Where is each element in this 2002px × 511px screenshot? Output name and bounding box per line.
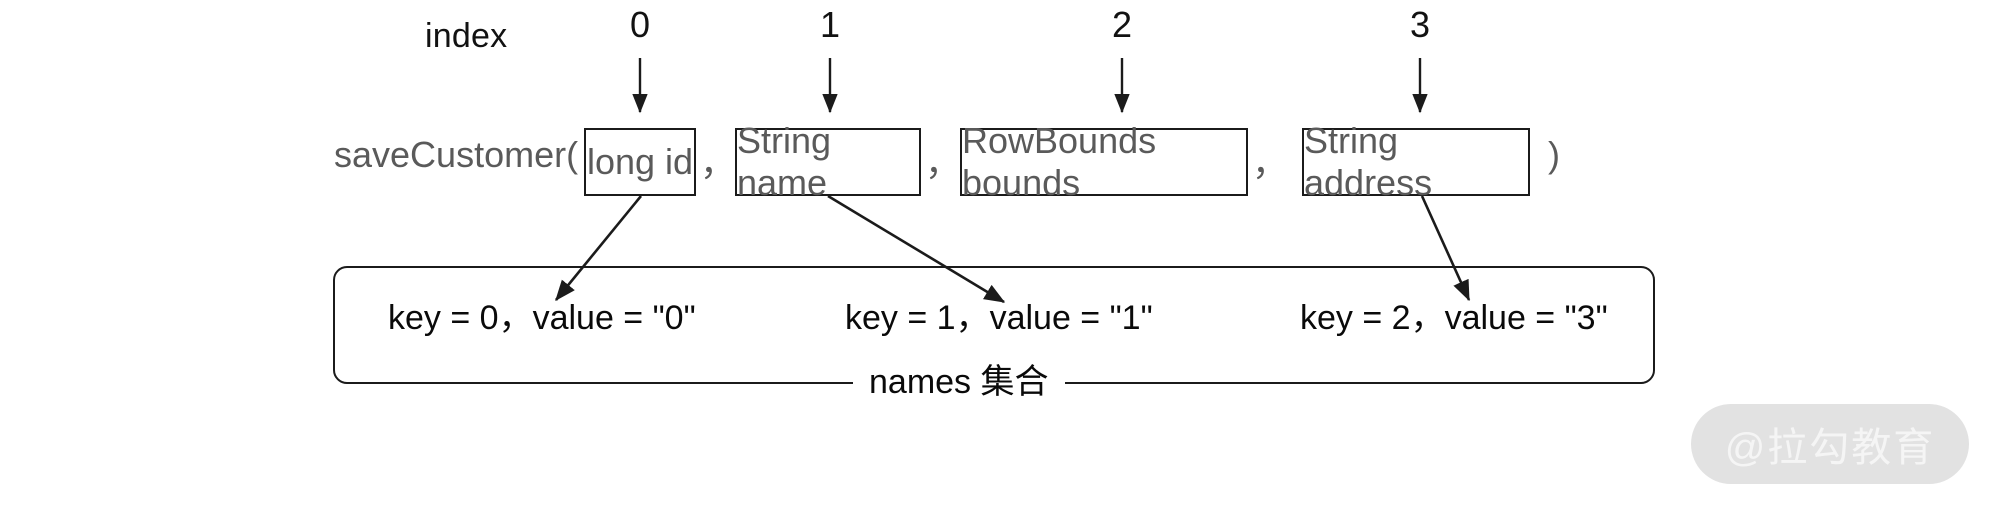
param-separator-0: ， <box>700 142 737 183</box>
param-separator-2: ， <box>1252 142 1289 183</box>
method-name-open-paren: saveCustomer( <box>334 134 579 175</box>
index-number-3: 3 <box>1409 4 1431 45</box>
param-box-string-name-label: String name <box>737 120 832 203</box>
param-box-string-address-label: String address <box>1304 120 1433 203</box>
param-box-long-id[interactable]: long id <box>584 128 696 196</box>
param-to-entry-arrow-1 <box>827 194 1006 304</box>
collection-entry-1: key = 1，value = "1" <box>845 299 1153 337</box>
collection-entry-0: key = 0，value = "0" <box>388 299 696 337</box>
watermark-badge: @拉勾教育 <box>1691 404 1969 484</box>
param-separator-1: ， <box>925 142 962 183</box>
param-to-entry-arrow-3 <box>1420 195 1471 302</box>
index-number-0: 0 <box>629 4 651 45</box>
index-number-1: 1 <box>819 4 841 45</box>
param-box-long-id-label: long id <box>586 141 694 182</box>
index-number-2: 2 <box>1111 4 1133 45</box>
watermark-text: @拉勾教育 <box>1724 426 1936 470</box>
names-collection-caption: names 集合 <box>853 360 1065 404</box>
collection-entry-2: key = 2，value = "3" <box>1300 299 1608 337</box>
param-box-string-name[interactable]: String name <box>735 120 921 203</box>
param-box-string-address[interactable]: String address <box>1302 120 1530 203</box>
param-box-rowbounds-bounds-label: RowBounds bounds <box>962 120 1157 203</box>
signature-close-paren: ) <box>1548 134 1560 175</box>
param-to-entry-arrow-0 <box>554 195 643 302</box>
index-row-label: index <box>425 17 508 55</box>
param-box-rowbounds-bounds[interactable]: RowBounds bounds <box>960 120 1248 203</box>
